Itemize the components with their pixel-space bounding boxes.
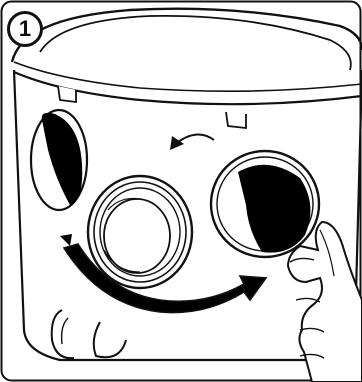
rim-clip-right	[226, 112, 246, 128]
hose-inlet	[88, 176, 192, 288]
step-number-badge: 1	[7, 11, 43, 47]
step-number: 1	[19, 18, 31, 40]
left-eye	[31, 110, 87, 210]
right-eye-cap	[211, 151, 319, 257]
